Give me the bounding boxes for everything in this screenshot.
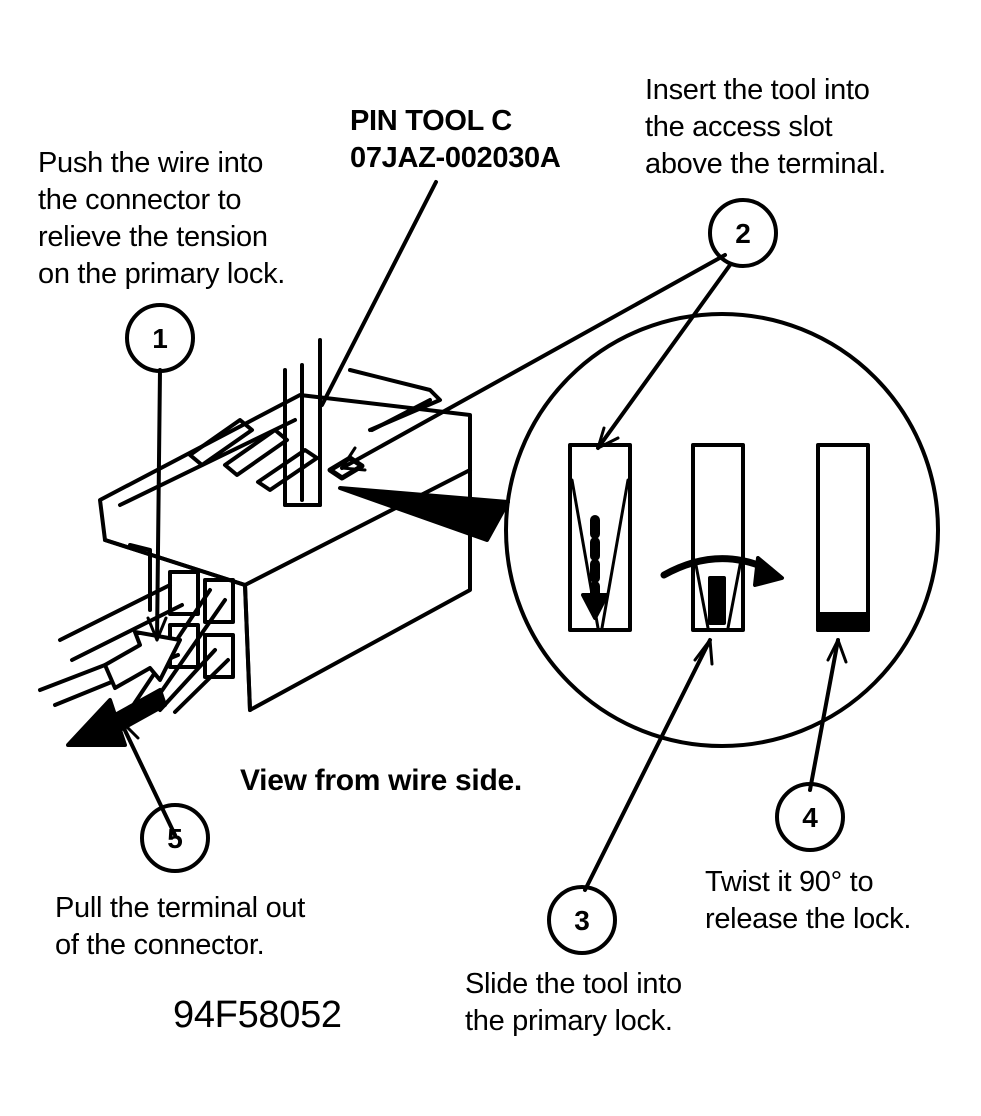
step-4-text: Twist it 90° to release the lock. [705,866,912,935]
step-3-circle [547,885,617,955]
tool-label-leader [320,180,438,407]
step-2-circle [708,198,778,268]
tool-part-number: 07JAZ-002030A [350,142,561,174]
step-1-circle [125,303,195,373]
tool-label: PIN TOOL C 07JAZ-002030A [350,103,561,177]
step-4-number: 4 [802,802,818,833]
pull-arrow [66,688,167,747]
step-5-leader [118,718,177,837]
pin-tool [283,338,322,507]
step-1-number: 1 [152,323,168,354]
step-2-leader-b [596,263,732,450]
step-3-leader [583,638,712,892]
detail-circle [338,312,940,748]
step-4-leader [808,638,840,792]
step-5-circle [140,803,210,873]
tool-name: PIN TOOL C [350,105,512,137]
step-3-number: 3 [574,905,590,936]
step-1-leader [155,368,162,642]
view-caption: View from wire side. [240,764,522,797]
step-2-leader-a [340,253,727,470]
step-2-number: 2 [735,218,751,249]
step-3-text: Slide the tool into the primary lock. [465,968,682,1037]
figure-id: 94F58052 [173,994,342,1036]
step-5-text: Pull the terminal out of the connector. [55,892,305,961]
connector-housing [38,368,472,717]
push-arrow [103,630,182,690]
step-1-text: Push the wire into the connector to reli… [38,147,286,290]
step-4-circle [775,782,845,852]
step-5-number: 5 [167,823,183,854]
step-2-text: Insert the tool into the access slot abo… [645,74,886,180]
